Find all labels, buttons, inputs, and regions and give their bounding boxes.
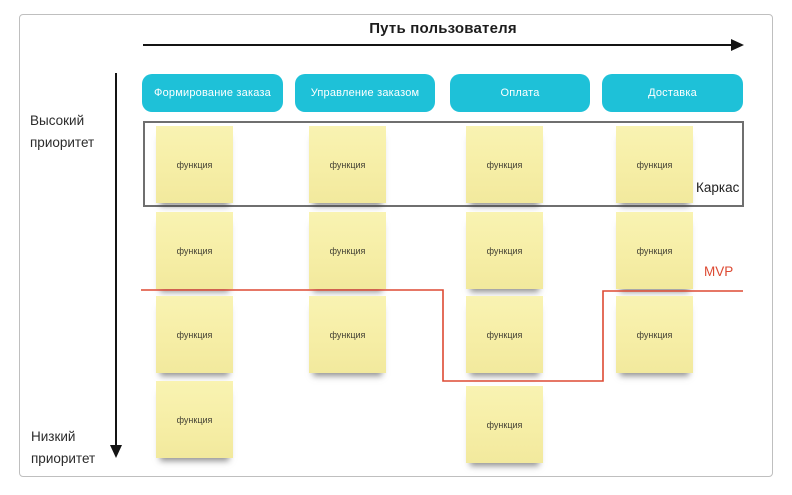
sticky-note[interactable]: функция — [616, 296, 693, 373]
sticky-note[interactable]: функция — [309, 296, 386, 373]
skeleton-frame — [143, 121, 744, 207]
column-header-order-creation[interactable]: Формирование заказа — [142, 74, 283, 112]
high-priority-label: Высокий приоритет — [30, 113, 95, 150]
mvp-label: MVP — [704, 264, 734, 279]
priority-axis-arrowhead-icon — [110, 445, 122, 458]
sticky-note[interactable]: функция — [156, 212, 233, 289]
sticky-note[interactable]: функция — [156, 296, 233, 373]
column-header-delivery[interactable]: Доставка — [602, 74, 743, 112]
sticky-note[interactable]: функция — [616, 126, 693, 203]
column-header-order-management[interactable]: Управление заказом — [295, 74, 435, 112]
journey-arrowhead-icon — [731, 39, 744, 51]
journey-arrow-line — [143, 44, 732, 46]
column-header-payment[interactable]: Оплата — [450, 74, 590, 112]
sticky-note[interactable]: функция — [466, 126, 543, 203]
skeleton-label: Каркас — [696, 180, 740, 195]
sticky-note[interactable]: функция — [466, 386, 543, 463]
sticky-note[interactable]: функция — [466, 296, 543, 373]
sticky-note[interactable]: функция — [309, 126, 386, 203]
sticky-note[interactable]: функция — [466, 212, 543, 289]
sticky-note[interactable]: функция — [156, 126, 233, 203]
journey-title: Путь пользователя — [369, 20, 517, 37]
sticky-note[interactable]: функция — [309, 212, 386, 289]
sticky-note[interactable]: функция — [616, 212, 693, 289]
priority-axis-line — [115, 73, 117, 445]
low-priority-label: Низкий приоритет — [31, 429, 96, 466]
sticky-note[interactable]: функция — [156, 381, 233, 458]
